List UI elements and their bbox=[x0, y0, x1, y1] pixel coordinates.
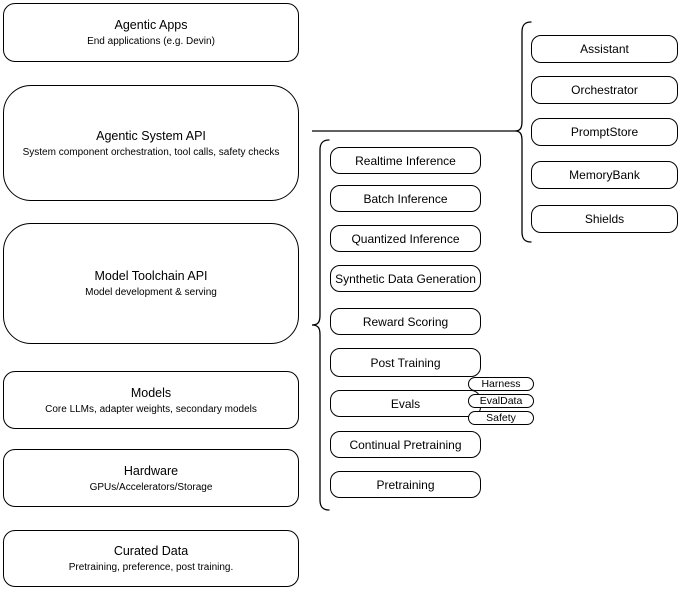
node-shields-label: Shields bbox=[584, 212, 625, 226]
node-orchestrator-label: Orchestrator bbox=[571, 83, 638, 97]
node-quantized-inference: Quantized Inference bbox=[330, 225, 481, 252]
node-model-toolchain-api-title: Model Toolchain API bbox=[94, 269, 208, 283]
node-reward-scoring-label: Reward Scoring bbox=[362, 314, 449, 329]
node-synthetic-data-generation-label: Synthetic Data Generation bbox=[335, 271, 476, 286]
pill-evaldata: EvalData bbox=[468, 394, 534, 408]
node-model-toolchain-api-subtitle: Model development & serving bbox=[85, 287, 217, 298]
node-agentic-apps-subtitle: End applications (e.g. Devin) bbox=[87, 36, 215, 47]
node-promptstore-label: PromptStore bbox=[570, 125, 639, 139]
node-agentic-apps-title: Agentic Apps bbox=[114, 18, 188, 32]
toolchain-brace bbox=[311, 139, 330, 511]
node-batch-inference-label: Batch Inference bbox=[363, 191, 448, 206]
pill-harness-label: Harness bbox=[481, 378, 521, 390]
node-agentic-system-api: Agentic System API System component orch… bbox=[3, 85, 299, 201]
pill-safety: Safety bbox=[468, 411, 534, 425]
node-reward-scoring: Reward Scoring bbox=[330, 308, 481, 335]
node-synthetic-data-generation: Synthetic Data Generation bbox=[330, 265, 481, 292]
node-quantized-inference-label: Quantized Inference bbox=[351, 231, 460, 246]
pill-evaldata-label: EvalData bbox=[479, 395, 523, 407]
node-models-subtitle: Core LLMs, adapter weights, secondary mo… bbox=[45, 403, 257, 415]
node-memorybank: MemoryBank bbox=[531, 161, 678, 189]
node-pretraining: Pretraining bbox=[330, 471, 481, 498]
node-shields: Shields bbox=[531, 205, 678, 233]
node-model-toolchain-api: Model Toolchain API Model development & … bbox=[3, 223, 299, 344]
system-components-brace bbox=[514, 21, 532, 243]
node-agentic-system-api-title: Agentic System API bbox=[96, 128, 206, 143]
node-post-training-label: Post Training bbox=[370, 355, 441, 370]
node-hardware-subtitle: GPUs/Accelerators/Storage bbox=[89, 481, 213, 493]
node-evals: Evals bbox=[330, 390, 481, 417]
node-continual-pretraining: Continual Pretraining bbox=[330, 431, 481, 458]
node-realtime-inference-label: Realtime Inference bbox=[355, 153, 456, 168]
node-curated-data-subtitle: Pretraining, preference, post training. bbox=[68, 562, 234, 573]
node-assistant: Assistant bbox=[531, 35, 678, 63]
node-continual-pretraining-label: Continual Pretraining bbox=[349, 437, 462, 452]
node-promptstore: PromptStore bbox=[531, 118, 678, 146]
node-orchestrator: Orchestrator bbox=[531, 76, 678, 104]
node-batch-inference: Batch Inference bbox=[330, 185, 481, 212]
node-assistant-label: Assistant bbox=[580, 42, 629, 56]
node-realtime-inference: Realtime Inference bbox=[330, 147, 481, 174]
node-models-title: Models bbox=[130, 385, 172, 400]
node-hardware-title: Hardware bbox=[123, 463, 179, 478]
node-pretraining-label: Pretraining bbox=[376, 477, 435, 492]
node-curated-data: Curated Data Pretraining, preference, po… bbox=[3, 530, 299, 587]
node-curated-data-title: Curated Data bbox=[113, 544, 189, 558]
node-agentic-system-api-subtitle: System component orchestration, tool cal… bbox=[22, 146, 280, 158]
node-agentic-apps: Agentic Apps End applications (e.g. Devi… bbox=[3, 3, 299, 62]
pill-safety-label: Safety bbox=[486, 412, 516, 424]
node-post-training: Post Training bbox=[330, 348, 481, 377]
node-models: Models Core LLMs, adapter weights, secon… bbox=[3, 371, 299, 429]
node-evals-label: Evals bbox=[390, 396, 421, 411]
pill-harness: Harness bbox=[468, 377, 534, 391]
node-hardware: Hardware GPUs/Accelerators/Storage bbox=[3, 449, 299, 507]
node-memorybank-label: MemoryBank bbox=[569, 168, 640, 182]
